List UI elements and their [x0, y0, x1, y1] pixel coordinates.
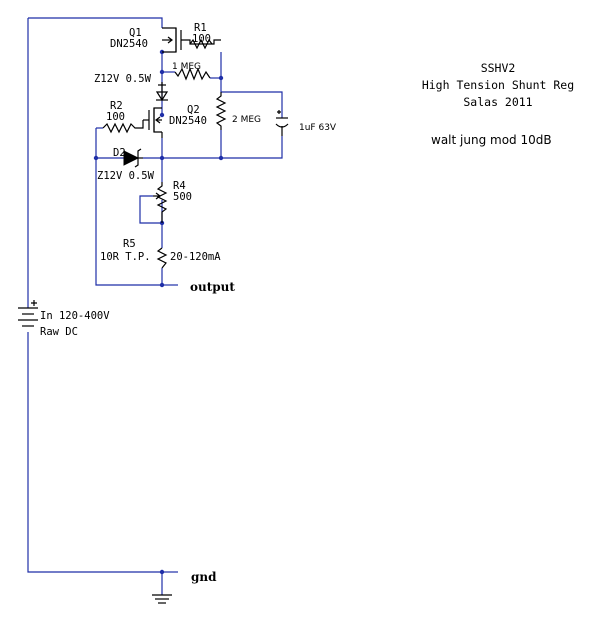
capacitor-1uf-symbol	[275, 110, 289, 136]
gnd-node-label: gnd	[191, 570, 217, 584]
junction-dot	[159, 155, 165, 161]
junction-dot	[159, 69, 165, 75]
q2-ref-label: Q2	[187, 104, 200, 116]
q1-part-label: DN2540	[110, 38, 148, 50]
junction-dot	[159, 112, 165, 118]
zener-top-value-label: Z12V 0.5W	[94, 73, 152, 85]
r-2meg-resistor-symbol	[215, 92, 227, 130]
title-author: Salas 2011	[463, 95, 532, 109]
dc-source-symbol	[18, 300, 38, 327]
r2-resistor-symbol	[102, 120, 144, 134]
junction-dot	[93, 155, 99, 161]
d2-zener-symbol	[123, 148, 143, 168]
r-2meg-value-label: 2 MEG	[232, 115, 261, 125]
source-voltage-label: In 120-400V	[40, 310, 110, 322]
r1-ref-label: R1	[194, 22, 207, 34]
r-1meg-resistor-symbol	[174, 67, 211, 81]
junction-dot	[218, 155, 224, 161]
title-name: SSHV2	[481, 61, 516, 75]
r2-ref-label: R2	[110, 100, 123, 112]
zener-top-symbol	[155, 82, 169, 102]
d2-value-label: Z12V 0.5W	[97, 170, 155, 182]
r1-value-label: 100	[192, 33, 211, 45]
r-1meg-value-label: 1 MEG	[172, 62, 201, 72]
r5-ref-label: R5	[123, 238, 136, 250]
q2-part-label: DN2540	[169, 115, 207, 127]
r4-potentiometer-symbol	[153, 182, 168, 223]
wires	[27, 17, 283, 595]
junction-dot	[159, 282, 165, 288]
junction-dots	[93, 49, 224, 575]
capacitor-value-label: 1uF 63V	[299, 123, 337, 133]
r4-value-label: 500	[173, 191, 192, 203]
title-note: walt jung mod 10dB	[431, 133, 552, 147]
ground-symbol	[152, 594, 172, 604]
q1-mosfet-symbol	[162, 27, 221, 53]
r5-current-label: 20-120mA	[170, 251, 221, 263]
r5-value-label: 10R T.P.	[100, 251, 151, 263]
r5-resistor-symbol	[156, 247, 168, 269]
q2-mosfet-symbol	[143, 107, 163, 138]
d2-ref-label: D2	[113, 147, 126, 159]
output-node-label: output	[190, 280, 235, 294]
r1-resistor-symbol	[189, 38, 213, 50]
junction-dot	[159, 569, 165, 575]
r2-value-label: 100	[106, 111, 125, 123]
r4-ref-label: R4	[173, 180, 186, 192]
title-subtitle: High Tension Shunt Reg	[422, 78, 574, 92]
q1-ref-label: Q1	[129, 27, 142, 39]
source-type-label: Raw DC	[40, 326, 78, 338]
junction-dot	[218, 75, 224, 81]
